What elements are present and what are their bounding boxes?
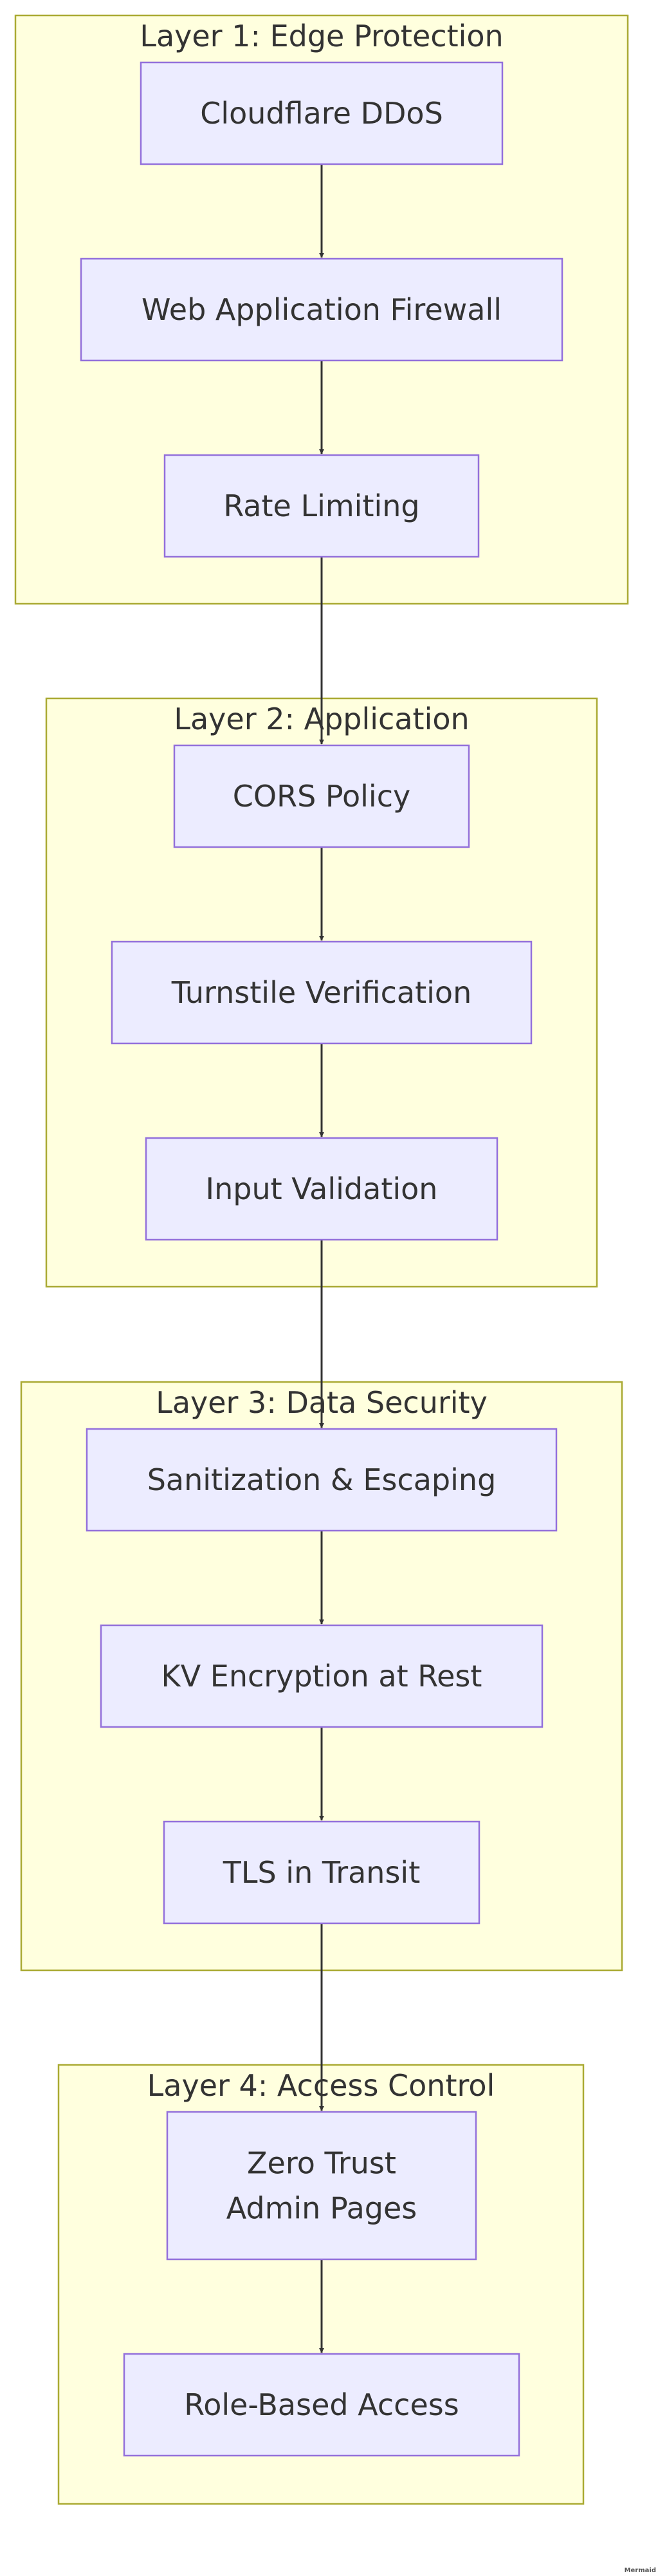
node-box — [100, 1624, 544, 1728]
node-rate: Rate Limiting — [163, 454, 480, 558]
node-label: CORS Policy — [233, 779, 410, 814]
node-box — [163, 454, 480, 558]
node-box — [86, 1428, 558, 1532]
node-label: KV Encryption at Rest — [161, 1659, 482, 1694]
node-kv: KV Encryption at Rest — [100, 1624, 544, 1728]
node-label-line: Admin Pages — [226, 2191, 417, 2226]
node-label: Cloudflare DDoS — [200, 96, 443, 131]
node-box — [163, 1820, 480, 1925]
node-box — [166, 2111, 477, 2261]
node-waf: Web Application Firewall — [80, 257, 563, 362]
node-box — [111, 940, 533, 1045]
node-label: Web Application Firewall — [142, 292, 502, 327]
node-label: TLS in Transit — [223, 1855, 420, 1890]
node-cors: CORS Policy — [173, 744, 470, 848]
node-label: Role-Based Access — [184, 2387, 459, 2422]
node-box — [80, 257, 563, 362]
node-box — [123, 2353, 520, 2457]
node-label: Sanitization & Escaping — [147, 1462, 497, 1497]
node-input: Input Validation — [145, 1137, 498, 1241]
node-rbac: Role-Based Access — [123, 2353, 520, 2457]
watermark-label: Mermaid — [625, 2567, 656, 2574]
node-box — [145, 1137, 498, 1241]
node-sanitize: Sanitization & Escaping — [86, 1428, 558, 1532]
node-ddos: Cloudflare DDoS — [140, 61, 504, 165]
node-label-line: Zero Trust — [247, 2146, 396, 2181]
node-label: Turnstile Verification — [171, 975, 471, 1010]
node-tls: TLS in Transit — [163, 1820, 480, 1925]
cluster-title: Layer 1: Edge Protection — [140, 19, 503, 53]
node-box — [140, 61, 504, 165]
node-box — [173, 744, 470, 848]
node-turnstile: Turnstile Verification — [111, 940, 533, 1045]
node-label: Input Validation — [206, 1171, 438, 1206]
node-label: Rate Limiting — [223, 489, 419, 523]
